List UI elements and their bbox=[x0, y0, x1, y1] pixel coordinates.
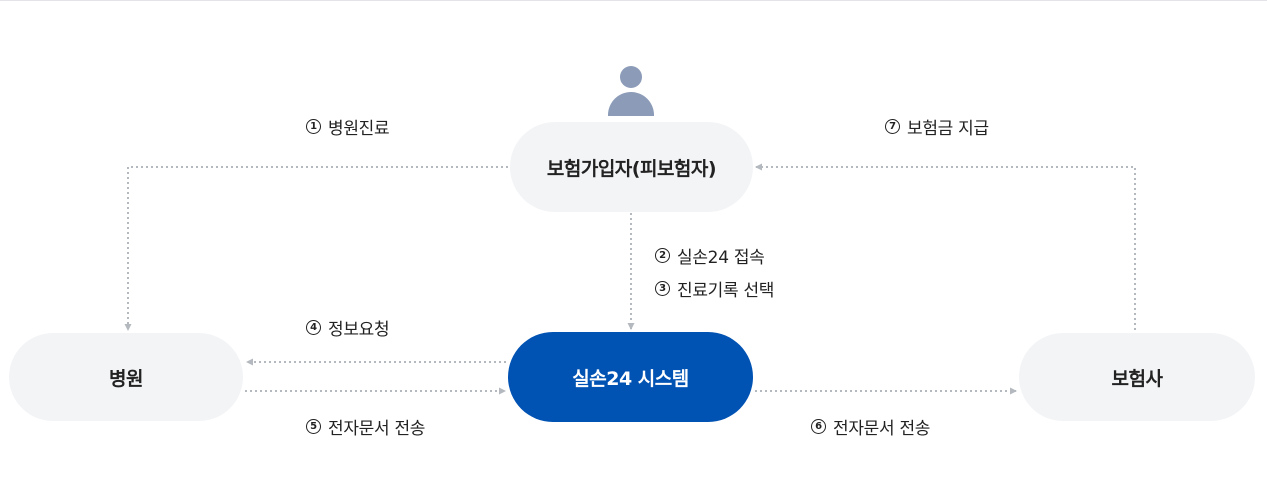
step-1-number: 1 bbox=[306, 119, 321, 134]
step-1-label: 1 병원진료 bbox=[306, 114, 390, 139]
step-2-number: 2 bbox=[655, 248, 670, 263]
person-icon bbox=[606, 66, 656, 118]
step-4-number: 4 bbox=[306, 320, 321, 335]
hospital-node: 병원 bbox=[9, 333, 243, 421]
step-7-number: 7 bbox=[885, 119, 900, 134]
step-5-label: 5 전자문서 전송 bbox=[306, 414, 425, 439]
step-2-text: 실손24 접속 bbox=[677, 248, 765, 268]
step-5-number: 5 bbox=[306, 419, 321, 434]
step-4-text: 정보요청 bbox=[328, 320, 390, 340]
step-1-text: 병원진료 bbox=[328, 119, 390, 139]
step-6-label: 6 전자문서 전송 bbox=[811, 414, 930, 439]
step-5-text: 전자문서 전송 bbox=[328, 419, 426, 439]
connector-insurer-to-insured bbox=[755, 163, 1136, 330]
step-3-label: 3 진료기록 선택 bbox=[655, 276, 774, 301]
insured-node-label: 보험가입자(피보험자) bbox=[546, 157, 717, 180]
hospital-node-label: 병원 bbox=[109, 367, 143, 390]
insurer-node-label: 보험사 bbox=[1111, 367, 1163, 390]
connector-insured-to-hospital bbox=[124, 166, 508, 331]
person-head-shape bbox=[620, 66, 642, 88]
insurer-node: 보험사 bbox=[1019, 333, 1255, 421]
step-7-label: 7 보험금 지급 bbox=[885, 114, 989, 139]
insured-node: 보험가입자(피보험자) bbox=[510, 122, 753, 212]
person-body-shape bbox=[608, 92, 654, 116]
step-4-label: 4 정보요청 bbox=[306, 315, 390, 340]
system-node-label: 실손24 시스템 bbox=[572, 367, 689, 390]
step-2-label: 2 실손24 접속 bbox=[655, 243, 765, 268]
step-3-number: 3 bbox=[655, 281, 670, 296]
system-node: 실손24 시스템 bbox=[508, 332, 753, 422]
step-3-text: 진료기록 선택 bbox=[677, 281, 775, 301]
step-7-text: 보험금 지급 bbox=[907, 119, 989, 139]
top-divider bbox=[0, 0, 1267, 1]
step-6-number: 6 bbox=[811, 419, 826, 434]
step-6-text: 전자문서 전송 bbox=[833, 419, 931, 439]
